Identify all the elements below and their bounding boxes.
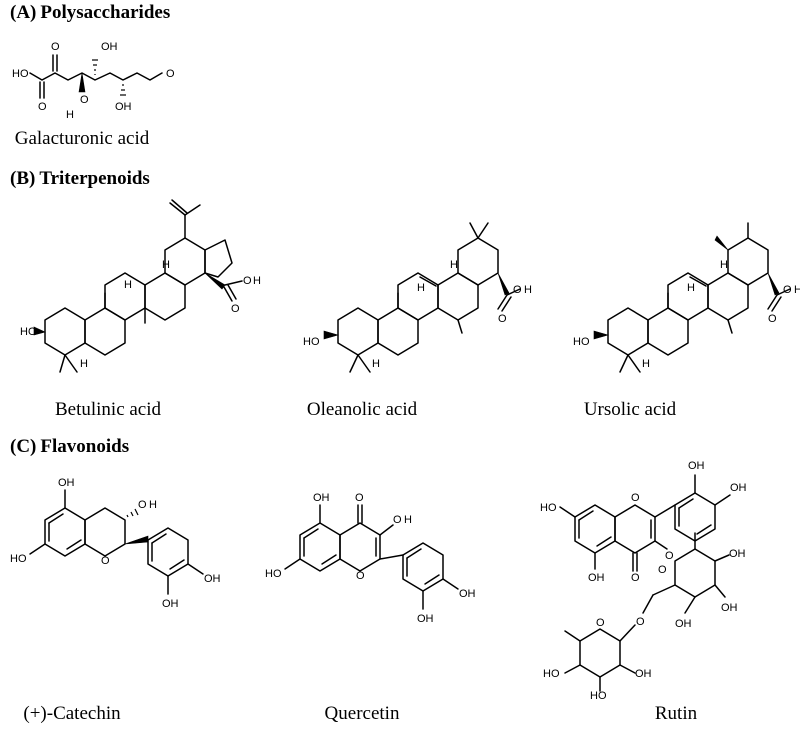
section-heading-triterpenoids: (B)Triterpenoids xyxy=(10,168,150,190)
atom-label: H xyxy=(80,358,88,370)
quercetin-structure: O OH HO O O H OH OH xyxy=(265,492,476,625)
atom-label: H xyxy=(417,282,425,294)
section-letter: (B) xyxy=(10,168,36,189)
atom-label: O xyxy=(51,41,60,53)
rutin-structure: O OH HO O OH OH O O OH OH OH O O HO HO O… xyxy=(540,460,747,702)
section-heading-polysaccharides: (A)Polysaccharides xyxy=(10,2,170,24)
atom-label: O xyxy=(658,564,667,576)
atom-label: O xyxy=(356,570,365,582)
atom-label: OH xyxy=(730,482,747,494)
atom-label: H xyxy=(404,514,412,526)
atom-label: H xyxy=(162,259,170,271)
atom-label: HO xyxy=(12,68,29,80)
section-title: Flavonoids xyxy=(40,436,130,457)
caption-galacturonic-acid: Galacturonic acid xyxy=(14,128,150,149)
atom-label: OH xyxy=(58,477,75,489)
atom-label: O xyxy=(231,303,240,315)
section-heading-flavonoids: (C)Flavonoids xyxy=(10,436,129,458)
atom-label: OH xyxy=(115,101,132,113)
atom-label: H xyxy=(253,275,261,287)
caption-catechin: (+)-Catechin xyxy=(23,703,121,724)
atom-label: HO xyxy=(265,568,282,580)
atom-label: O xyxy=(498,313,507,325)
ursolic-acid-structure: O O H HO H H H xyxy=(573,222,800,373)
atom-label: OH xyxy=(635,668,652,680)
atom-label: H xyxy=(794,284,800,296)
atom-label: HO xyxy=(543,668,560,680)
caption-oleanolic-acid: Oleanolic acid xyxy=(306,399,418,420)
atom-label: H xyxy=(124,279,132,291)
atom-label: HO xyxy=(540,502,557,514)
atom-label: O xyxy=(631,492,640,504)
atom-label: OH xyxy=(459,588,476,600)
atom-label: H xyxy=(149,499,157,511)
atom-label: OH xyxy=(675,618,692,630)
atom-label: O xyxy=(636,616,645,628)
atom-label: O xyxy=(138,499,147,511)
atom-label: OH xyxy=(313,492,330,504)
section-title: Polysaccharides xyxy=(40,2,171,23)
galacturonic-acid-structure: HO O O O H OH OH O xyxy=(12,41,175,121)
atom-label: O xyxy=(166,68,175,80)
oleanolic-acid-structure: O O H HO H H H xyxy=(303,222,532,373)
caption-rutin: Rutin xyxy=(654,703,698,724)
betulinic-acid-structure: O O H HO H H H xyxy=(20,199,261,373)
atom-label: OH xyxy=(588,572,605,584)
atom-label: H xyxy=(642,358,650,370)
atom-label: HO xyxy=(303,336,320,348)
atom-label: OH xyxy=(101,41,118,53)
atom-label: O xyxy=(393,514,402,526)
atom-label: O xyxy=(783,284,792,296)
section-letter: (C) xyxy=(10,436,37,457)
atom-label: O xyxy=(596,617,605,629)
caption-quercetin: Quercetin xyxy=(324,703,400,724)
atom-label: OH xyxy=(729,548,746,560)
atom-label: OH xyxy=(417,613,434,625)
atom-label: O xyxy=(101,555,110,567)
atom-label: H xyxy=(372,358,380,370)
atom-label: OH xyxy=(204,573,221,585)
atom-label: O xyxy=(38,101,47,113)
atom-label: HO xyxy=(20,326,37,338)
atom-label: OH xyxy=(721,602,738,614)
atom-label: H xyxy=(524,284,532,296)
atom-label: H xyxy=(720,259,728,271)
atom-label: H xyxy=(687,282,695,294)
atom-label: H xyxy=(450,259,458,271)
atom-label: O xyxy=(631,572,640,584)
atom-label: O xyxy=(243,275,252,287)
atom-label: OH xyxy=(162,598,179,610)
atom-label: O xyxy=(80,94,89,106)
atom-label: HO xyxy=(590,690,607,702)
caption-ursolic-acid: Ursolic acid xyxy=(583,399,677,420)
section-title: Triterpenoids xyxy=(39,168,150,189)
caption-betulinic-acid: Betulinic acid xyxy=(54,399,162,420)
atom-label: OH xyxy=(688,460,705,472)
atom-label: O xyxy=(513,284,522,296)
atom-label: H xyxy=(66,109,74,121)
atom-label: O xyxy=(665,550,674,562)
atom-label: HO xyxy=(10,553,27,565)
catechin-structure: OH HO O O H OH OH xyxy=(10,477,221,610)
atom-label: HO xyxy=(573,336,590,348)
section-letter: (A) xyxy=(10,2,37,23)
atom-label: O xyxy=(768,313,777,325)
atom-label: O xyxy=(355,492,364,504)
